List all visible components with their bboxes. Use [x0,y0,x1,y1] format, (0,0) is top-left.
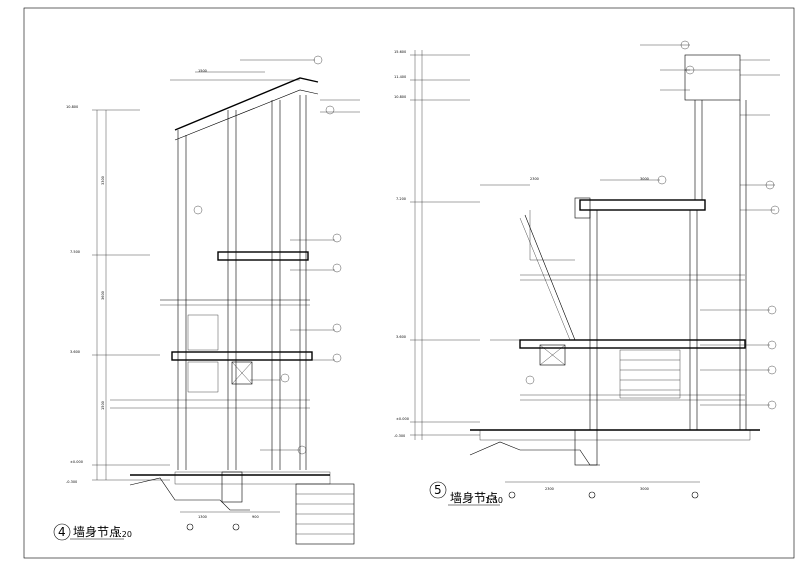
elevation-label: 7.500 [70,250,80,254]
dimension-label: 1500 [101,401,105,410]
elevation-label: -0.300 [66,480,77,484]
detail-title: 墙身节点 [450,490,498,505]
elevation-label: 10.800 [394,95,406,99]
dimension-label: 3000 [640,177,649,181]
elevation-label: ±0.000 [396,417,409,421]
detail-number: 5 [434,483,442,497]
dimension-labels-4: 1500 3300 3600 1500 1300 900 [101,69,259,519]
sheet-border [23,7,795,559]
dimension-label: 2300 [545,487,554,491]
elevation-label: 3.600 [70,350,80,354]
elevation-label: 3.600 [396,335,406,339]
elevation-labels-4: 10.800 7.500 3.600 ±0.000 -0.300 [66,105,83,484]
dimension-label: 2300 [530,177,539,181]
dimension-label: 900 [252,515,259,519]
detail-scale: 1:20 [114,530,132,539]
dimension-label: 3000 [640,487,649,491]
elevation-label: ±0.000 [70,460,83,464]
elevation-label: 7.200 [396,197,406,201]
dimension-labels-5: 2300 3000 2300 3000 [530,177,649,491]
dimension-label: 1500 [198,69,207,73]
detail-number: 4 [58,525,66,539]
detail-scale: 1:50 [485,496,503,505]
wall-section-detail-5: 15.600 11.400 10.800 7.200 3.600 ±0.000 … [394,40,780,506]
wall-section-detail-4: 10.800 7.500 3.600 ±0.000 -0.300 1500 33… [53,55,360,545]
elevation-label: 11.400 [394,75,406,79]
dimension-label: 3300 [101,176,105,185]
elevation-label: 10.800 [66,105,78,109]
dimension-label: 3600 [101,291,105,300]
dimension-label: 1300 [198,515,207,519]
elevation-label: 15.600 [394,50,406,54]
detail-title: 墙身节点 [73,524,121,539]
elevation-labels-5: 15.600 11.400 10.800 7.200 3.600 ±0.000 … [394,50,409,438]
elevation-label: -0.300 [394,434,405,438]
